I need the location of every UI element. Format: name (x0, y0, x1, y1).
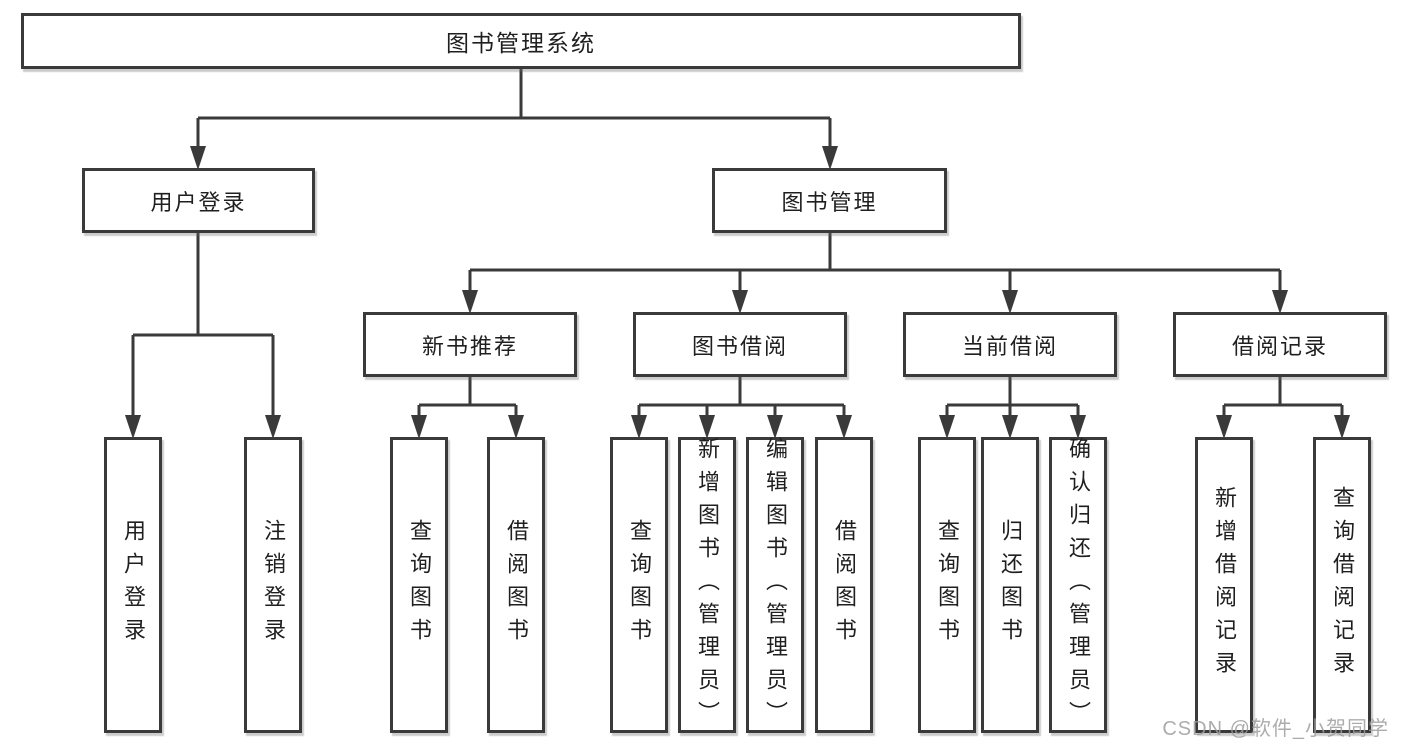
node-label: 归还图书 (998, 519, 1023, 651)
leaf-add-borrow-record: 新增借阅记录 (1195, 437, 1253, 733)
node-label: 当前借阅 (961, 333, 1058, 359)
leaf-user-login: 用户登录 (104, 437, 162, 733)
node-label: 查询图书 (627, 519, 652, 651)
node-label: 借阅图书 (504, 519, 529, 651)
arrowhead-icon (767, 415, 783, 439)
arrowhead-icon (462, 290, 478, 314)
arrowhead-icon (508, 415, 524, 439)
arrowhead-icon (125, 415, 141, 439)
leaf-query-books: 查询图书 (610, 437, 668, 733)
node-user-login-group: 用户登录 (82, 168, 315, 233)
leaf-borrow-books: 借阅图书 (815, 437, 873, 733)
arrowhead-icon (1002, 290, 1018, 314)
leaf-query-books: 查询图书 (918, 437, 976, 733)
node-label: 确认归还（管理员） (1066, 436, 1091, 734)
arrowhead-icon (1216, 415, 1232, 439)
arrowhead-icon (939, 415, 955, 439)
arrowhead-icon (836, 415, 852, 439)
arrowhead-icon (631, 415, 647, 439)
node-label: 图书借阅 (691, 333, 788, 359)
node-label: 图书管理系统 (446, 30, 596, 56)
node-book-management: 图书管理 (712, 168, 947, 233)
arrowhead-icon (190, 146, 206, 170)
node-label: 注销登录 (261, 519, 286, 651)
arrowhead-icon (1070, 415, 1086, 439)
node-new-book-recommend: 新书推荐 (363, 312, 577, 377)
node-book-borrow: 图书借阅 (633, 312, 847, 377)
arrowhead-icon (699, 415, 715, 439)
node-label: 查询图书 (407, 519, 432, 651)
arrowhead-icon (411, 415, 427, 439)
node-label: 新书推荐 (421, 333, 518, 359)
node-label: 借阅图书 (832, 519, 857, 651)
arrowhead-icon (732, 290, 748, 314)
leaf-query-books: 查询图书 (390, 437, 448, 733)
node-label: 用户登录 (121, 519, 146, 651)
leaf-confirm-return-admin: 确认归还（管理员） (1049, 436, 1107, 734)
leaf-borrow-books: 借阅图书 (487, 437, 545, 733)
node-current-borrow: 当前借阅 (903, 312, 1117, 377)
node-label: 查询借阅记录 (1330, 486, 1355, 684)
leaf-edit-books-admin: 编辑图书（管理员） (746, 436, 804, 734)
node-label: 新增借阅记录 (1212, 486, 1237, 684)
arrowhead-icon (1002, 415, 1018, 439)
leaf-logout: 注销登录 (244, 437, 302, 733)
leaf-add-books-admin: 新增图书（管理员） (678, 436, 736, 734)
node-label: 编辑图书（管理员） (763, 436, 788, 734)
node-library-management-system: 图书管理系统 (21, 13, 1021, 69)
leaf-return-books: 归还图书 (981, 437, 1039, 733)
arrowhead-icon (265, 415, 281, 439)
node-borrow-records: 借阅记录 (1173, 312, 1387, 377)
arrowhead-icon (822, 146, 838, 170)
leaf-query-borrow-record: 查询借阅记录 (1313, 437, 1371, 733)
node-label: 新增图书（管理员） (695, 436, 720, 734)
node-label: 用户登录 (150, 189, 247, 215)
node-label: 查询图书 (935, 519, 960, 651)
node-label: 借阅记录 (1231, 333, 1328, 359)
arrowhead-icon (1334, 415, 1350, 439)
arrowhead-icon (1272, 290, 1288, 314)
node-label: 图书管理 (781, 189, 878, 215)
